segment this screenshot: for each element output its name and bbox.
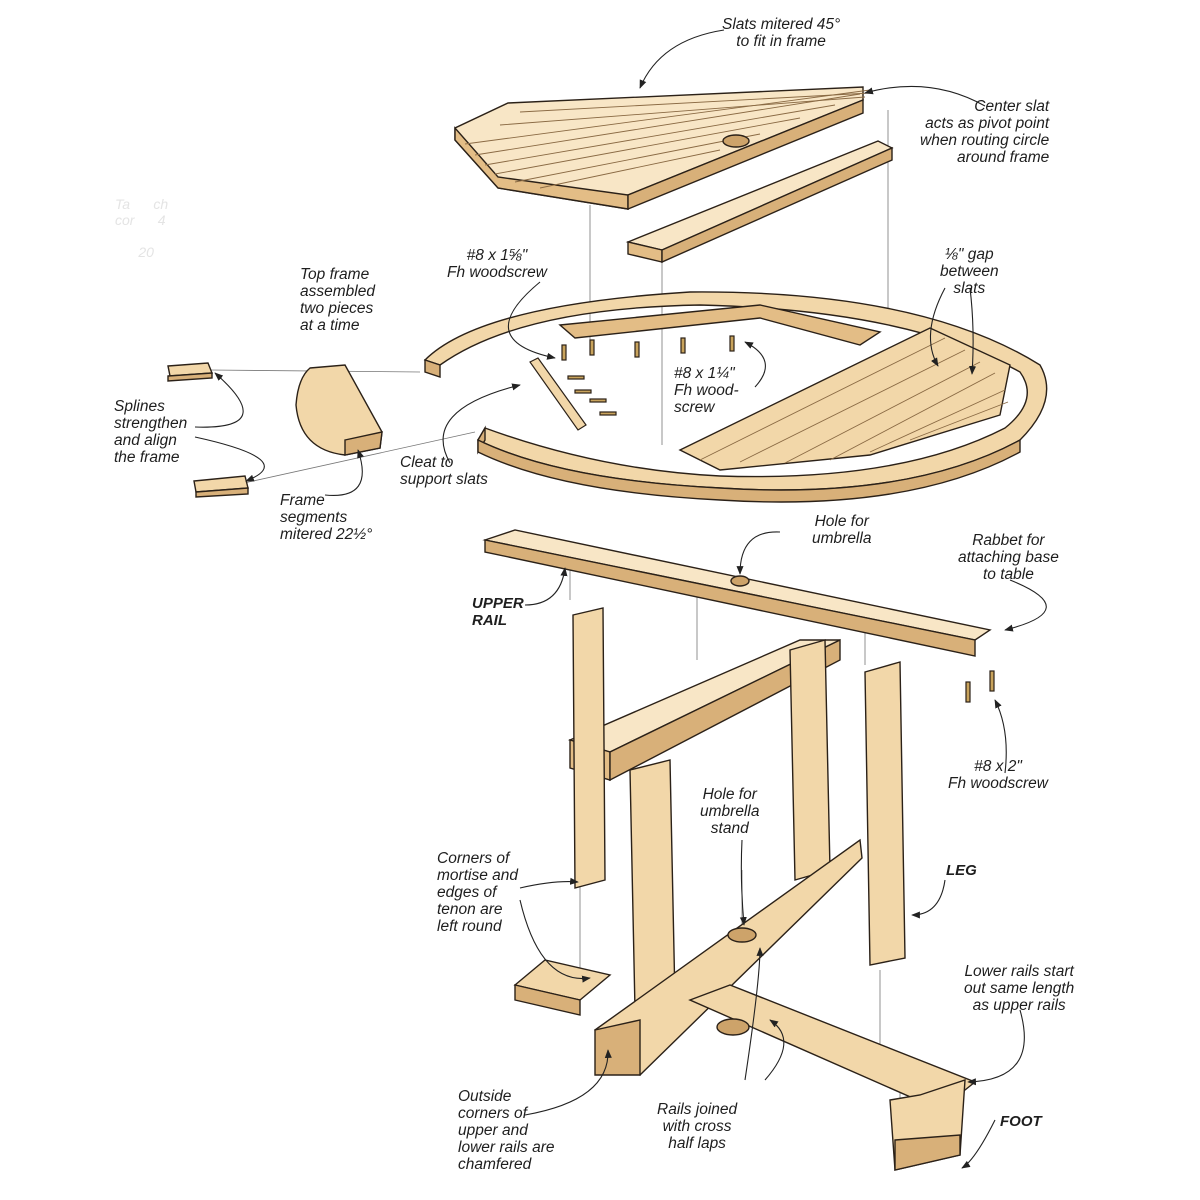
- label-cleat: Cleat to support slats: [400, 454, 488, 488]
- label-woodscrew-1-1-4: #8 x 1¼" Fh wood- screw: [674, 365, 739, 416]
- frame-segment-and-splines: [167, 362, 383, 498]
- label-slats-mitered: Slats mitered 45° to fit in frame: [722, 16, 841, 50]
- label-rabbet: Rabbet for attaching base to table: [958, 532, 1059, 583]
- label-upper-rail: UPPER RAIL: [472, 595, 524, 629]
- cleat-and-screws: [529, 335, 995, 703]
- label-center-slat: Center slat acts as pivot point when rou…: [920, 98, 1050, 166]
- label-woodscrew-2: #8 x 2" Fh woodscrew: [948, 758, 1048, 792]
- label-gap-between-slats: ⅛" gap between slats: [940, 246, 999, 297]
- ghost-note: Ta ch cor 4 20: [115, 196, 169, 260]
- label-woodscrew-1-5-8: #8 x 1⅝" Fh woodscrew: [447, 247, 547, 281]
- label-hole-umbrella-stand: Hole for umbrella stand: [700, 786, 760, 837]
- leader-lines: [194, 29, 1047, 1169]
- label-leg: LEG: [946, 862, 977, 879]
- label-top-frame-assembled: Top frame assembled two pieces at a time: [300, 266, 375, 334]
- label-rails-joined: Rails joined with cross half laps: [657, 1101, 738, 1152]
- tabletop-slats: [454, 86, 871, 211]
- label-splines: Splines strengthen and align the frame: [114, 398, 188, 466]
- label-foot: FOOT: [1000, 1113, 1042, 1130]
- label-lower-rails: Lower rails start out same length as upp…: [964, 963, 1075, 1014]
- label-hole-umbrella: Hole for umbrella: [812, 513, 872, 547]
- center-slat: [625, 140, 894, 264]
- label-corners-mortise: Corners of mortise and edges of tenon ar…: [437, 850, 518, 935]
- label-frame-segments: Frame segments mitered 22½°: [280, 492, 373, 543]
- base-assembly: [482, 529, 992, 1171]
- label-outside-corners: Outside corners of upper and lower rails…: [458, 1088, 555, 1173]
- round-top-frame: [423, 291, 1048, 503]
